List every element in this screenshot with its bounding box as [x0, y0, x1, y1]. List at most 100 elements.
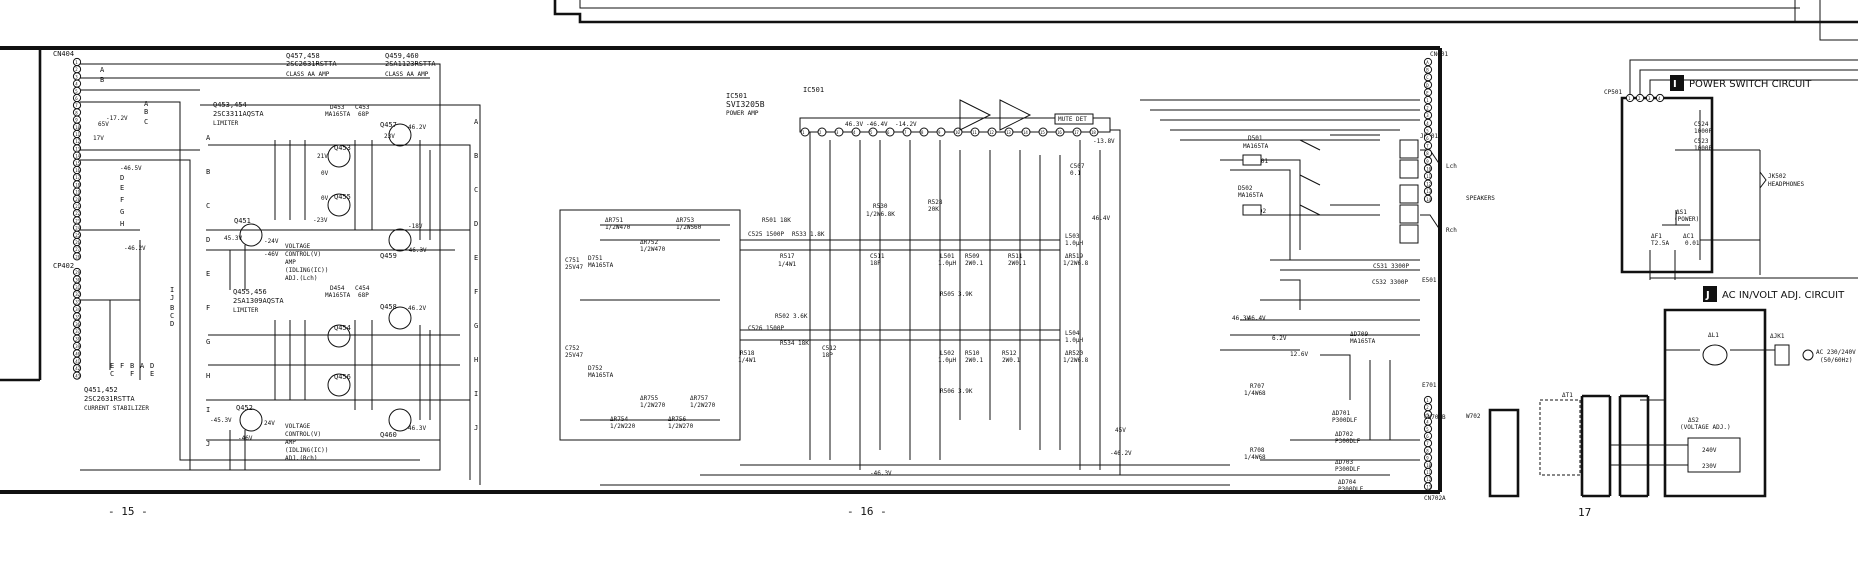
v-172: -17.2V [106, 115, 128, 122]
q457-v2: 23V [384, 133, 395, 140]
connector-letter: E [110, 362, 114, 370]
q455-v1: 0V [321, 195, 329, 202]
q458-symbol [388, 306, 412, 330]
stage-letter: A [206, 134, 211, 142]
stage-letter: J [474, 424, 478, 432]
cn601-pin-number: 2 [1426, 106, 1429, 111]
f1-value: T2.5A [1651, 240, 1669, 247]
section-j-letter: J [1705, 290, 1710, 301]
ic501-pin [902, 127, 912, 137]
cn404-pin-number: 27 [75, 247, 80, 252]
jk1-label: ΔJK1 [1770, 333, 1785, 340]
c1-value: 0.01 [1685, 240, 1700, 247]
cn601-pin-number: 10 [1426, 166, 1431, 171]
ic501-pin-number: 14 [1023, 130, 1028, 135]
d502-part: MA165TA [1238, 192, 1264, 199]
v-464-mid: -46.4V [1244, 315, 1266, 322]
connector-letter: I [170, 286, 174, 294]
cn404-pin-number: 15 [75, 161, 80, 166]
q457-458-ref: Q457,458 [286, 52, 320, 60]
c512-value: 18P [822, 352, 833, 359]
d453-label: D453 [330, 104, 345, 111]
l502-value: 1.0μH [938, 357, 956, 364]
mute-det-box [1054, 113, 1094, 125]
cp402-pin-number: 29 [75, 270, 80, 275]
main-border [0, 46, 1442, 494]
d751-part: MA165TA [588, 262, 614, 269]
cp402-pin-number: 30 [75, 277, 80, 282]
ic501-pin [885, 127, 895, 137]
q459-460-part: 2SA1123RSTTA [385, 60, 436, 68]
cp501-pin [1645, 93, 1655, 103]
ic501-v4: -13.8V [1093, 138, 1115, 145]
stage-letter: D [206, 236, 210, 244]
r751-value: 1/2W470 [605, 224, 631, 231]
top-bus [553, 0, 1858, 24]
c752-value: 25V47 [565, 352, 583, 359]
r755-value: 1/2W270 [640, 402, 666, 409]
c453-value: 68P [358, 111, 369, 118]
q453-454-func: LIMITER [213, 120, 239, 127]
cp402-pin-number: 40 [75, 351, 80, 356]
ic501-part: SVI3205B [726, 100, 765, 109]
cp402-pin-number: 36 [75, 322, 80, 327]
cn702-pin-number: 1 [1426, 398, 1429, 403]
d709-label: ΔD709 [1350, 331, 1368, 338]
cn404-pin-number: 17 [75, 175, 80, 180]
cn601-pin-number: 11 [1426, 174, 1431, 179]
ic501-pin-number: 16 [1057, 130, 1062, 135]
cn404-pin-number: 8 [75, 110, 78, 115]
r708-label: R708 [1250, 447, 1265, 454]
cp402-pin-number: 41 [75, 359, 80, 364]
connector-letter: C [110, 370, 114, 378]
cp402-pin-number: 38 [75, 337, 80, 342]
connector-letter: J [170, 294, 174, 302]
d501-label: D501 [1248, 135, 1263, 142]
q454-symbol [327, 324, 351, 348]
v-463-bottom: -46.3V [870, 470, 892, 477]
c524-label: C524 [1694, 121, 1709, 128]
d704-part: P300DLF [1338, 486, 1364, 493]
connector-letter: D [150, 362, 154, 370]
connector-letter: C [144, 118, 148, 126]
stage-letter: F [474, 288, 478, 296]
q456-label: Q456 [334, 373, 351, 381]
connector-letter: E [150, 370, 154, 378]
stage-letter: C [474, 186, 478, 194]
page-number-15: - 15 - [108, 505, 148, 518]
v230-label: 230V [1702, 463, 1717, 470]
speaker-terminals [1399, 139, 1419, 244]
cn702-pin-number: 12 [1426, 477, 1431, 482]
ic501-pin-number: 18 [1091, 130, 1096, 135]
d752-label: D752 [588, 365, 603, 372]
ic501-pin-number: 3 [836, 130, 839, 135]
c531-label: C531 3300P [1373, 263, 1410, 270]
cn702-pin-number: 5 [1426, 427, 1429, 432]
ic501-v2: -46.4V [866, 121, 888, 128]
q454-label: Q454 [334, 324, 351, 332]
cn404-pin-number: 1 [75, 60, 78, 65]
cn404-pin-number: 20 [75, 197, 80, 202]
q451-symbol [239, 223, 263, 247]
r528-value: 20K [928, 206, 939, 213]
wiring-middle [559, 99, 1420, 486]
stage-letter: G [474, 322, 478, 330]
cp501-pin [1655, 93, 1665, 103]
d702-label: ΔD702 [1335, 431, 1353, 438]
cp501-pin [1625, 93, 1635, 103]
cn702-pin-number: 2 [1426, 405, 1429, 410]
r512-label: R512 [1002, 350, 1017, 357]
r753-label: ΔR753 [676, 217, 694, 224]
cn404-pin-number: 19 [75, 190, 80, 195]
cn601-pin-number: 4 [1426, 121, 1429, 126]
l501-value: 1.0μH [938, 260, 956, 267]
r530-value: 1/2W6.8K [866, 211, 895, 218]
v-465: -46.5V [120, 165, 142, 172]
r520-value: 1/2W6.8 [1063, 357, 1089, 364]
c511-label: C511 [870, 253, 885, 260]
cn404-pin-number: 28 [75, 254, 80, 259]
t1-core [1539, 399, 1581, 476]
r528-label: R528 [928, 199, 943, 206]
vc-idling: (IDLING(IC)) [285, 267, 328, 274]
